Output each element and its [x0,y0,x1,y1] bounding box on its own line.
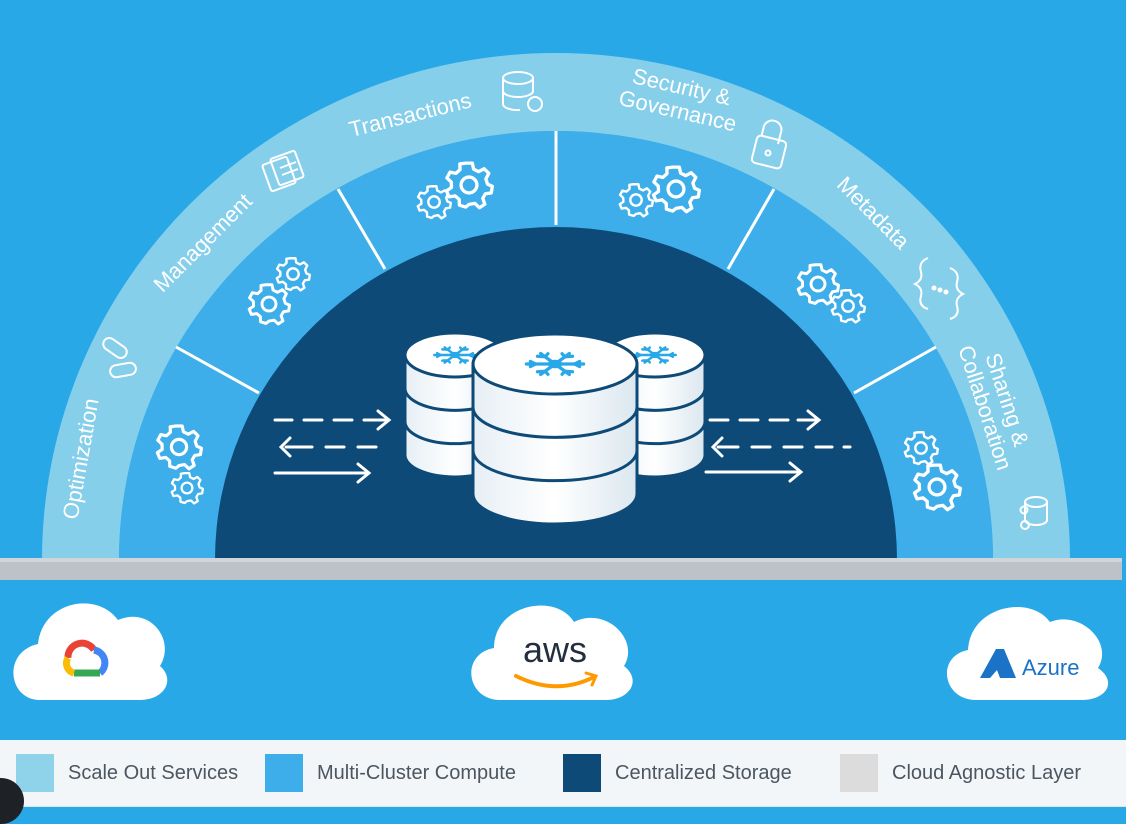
database-cylinder [473,334,637,524]
architecture-diagram: Optimization Management Transactions Sec… [0,0,1126,807]
legend-label: Centralized Storage [615,762,792,785]
legend-label: Multi-Cluster Compute [317,762,516,785]
google-cloud [13,603,167,700]
azure-label: Azure [1022,655,1079,680]
legend-label: Cloud Agnostic Layer [892,762,1081,785]
legend-label: Scale Out Services [68,762,238,785]
azure-cloud: Azure [947,607,1108,700]
legend-swatch [840,754,878,792]
legend: Scale Out Services Multi-Cluster Compute… [0,740,1126,807]
legend-swatch [16,754,54,792]
aws-cloud: aws [471,605,632,700]
legend-swatch [563,754,601,792]
legend-swatch [265,754,303,792]
aws-label: aws [523,629,587,670]
